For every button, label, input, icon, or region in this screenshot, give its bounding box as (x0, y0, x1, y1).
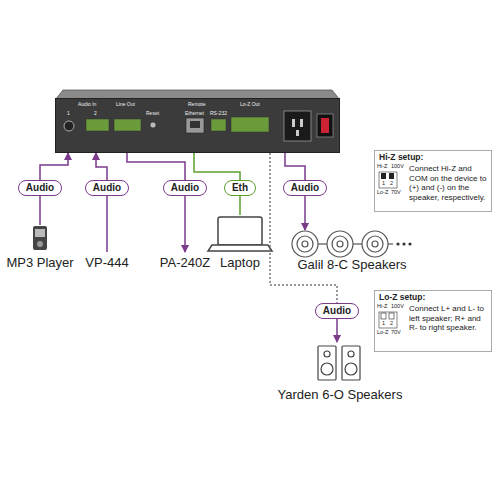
connector (194, 153, 240, 180)
signal-label: Audio (291, 182, 319, 194)
switch-label: Hi-Z (377, 304, 387, 310)
connector (285, 153, 305, 180)
note-body: Connect L+ and L- to left speaker; R+ an… (409, 304, 489, 333)
connector (239, 196, 241, 215)
device-label: Galil 8-C Speakers (297, 257, 406, 272)
connector (304, 196, 306, 230)
connector (106, 196, 108, 252)
signal-pill: Eth (224, 180, 256, 196)
panel-label: Ethernet (185, 111, 204, 116)
panel-label: Lo-Z Out (240, 102, 260, 107)
panel-label: Reset (146, 111, 159, 116)
switch-label: 70V (391, 330, 401, 336)
device-label: VP-444 (85, 255, 128, 270)
dip-switch-lo (379, 312, 397, 328)
panel-label: Audio In (78, 102, 96, 107)
signal-pill: Audio (283, 180, 327, 196)
panel-label: Line Out (116, 102, 135, 107)
signal-label: Eth (232, 182, 248, 194)
galil-speakers (292, 231, 412, 257)
signal-label: Audio (26, 182, 54, 194)
connector (40, 153, 68, 180)
panel-components (56, 99, 341, 154)
connector (127, 153, 185, 180)
device: MP3 Player (4, 225, 75, 270)
connector (336, 319, 338, 342)
amplifier-panel: Audio In Line Out Remote Lo-Z Out 1 2 Reset Eth… (55, 98, 340, 153)
device-label: PA-240Z (160, 255, 210, 270)
device: Galil 8-C Speakers (290, 230, 415, 272)
signal-pill: Audio (163, 180, 207, 196)
device: VP-444 (82, 252, 132, 270)
signal-pill: Audio (85, 180, 129, 196)
switch-label: 2 (390, 181, 393, 187)
signal-label: Audio (93, 182, 121, 194)
mp3-icon (33, 226, 47, 250)
signal-label: Audio (171, 182, 199, 194)
device: PA-240Z (157, 252, 213, 270)
device-label: MP3 Player (6, 255, 73, 270)
panel-label: Remote (188, 102, 206, 107)
laptop-icon (208, 217, 272, 251)
connector (270, 153, 337, 303)
device: Yarden 6-O Speakers (275, 342, 405, 402)
connector (96, 153, 107, 180)
switch-label: Hi-Z (377, 164, 387, 170)
dip-switch-hi (379, 172, 397, 188)
switch-label: 70V (391, 190, 401, 196)
note-title: Lo-Z setup: (379, 293, 425, 302)
connector (39, 196, 41, 225)
panel-label: 2 (94, 111, 97, 116)
switch-label: Lo-Z (377, 330, 388, 336)
signal-pill: Audio (315, 303, 359, 319)
note-body: Connect Hi-Z and COM on the device to (+… (409, 164, 489, 202)
device-label: Laptop (220, 255, 260, 270)
switch-label: 2 (390, 321, 393, 327)
connector (184, 196, 186, 252)
yarden-speakers (318, 346, 360, 380)
switch-label: 1 (382, 321, 385, 327)
panel-label: RS-232 (210, 111, 227, 116)
switch-label: 1 (382, 181, 385, 187)
switch-label: 100V (391, 304, 404, 310)
signal-pill: Audio (18, 180, 62, 196)
device: Laptop (208, 215, 272, 270)
note-title: Hi-Z setup: (379, 153, 423, 162)
device-label: Yarden 6-O Speakers (278, 387, 403, 402)
signal-label: Audio (323, 305, 351, 317)
panel-label: 1 (67, 111, 70, 116)
switch-label: 100V (391, 164, 404, 170)
switch-label: Lo-Z (377, 190, 388, 196)
